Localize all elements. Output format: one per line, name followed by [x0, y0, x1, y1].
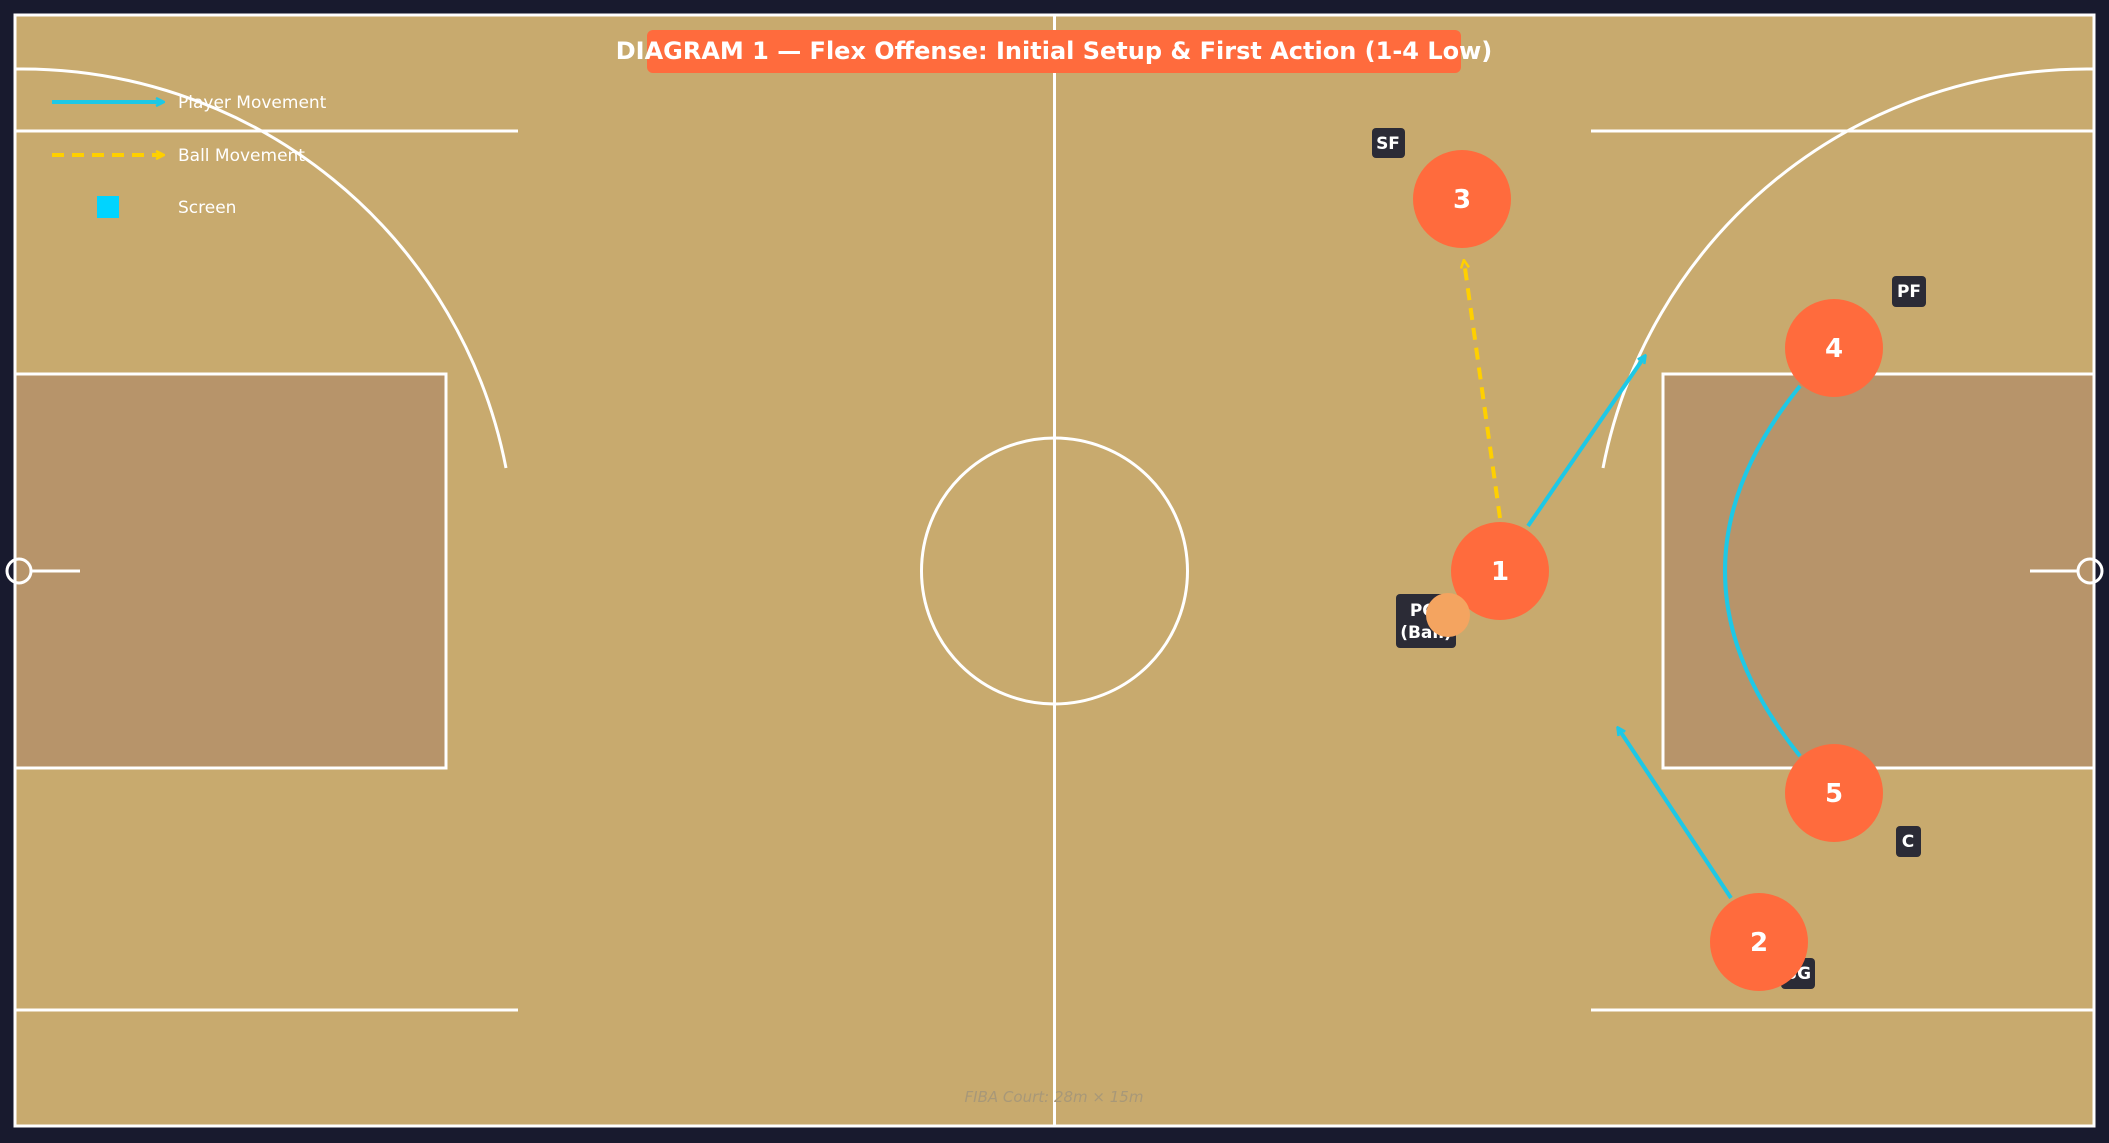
pass-arrow [1464, 261, 1502, 519]
right-paint [1661, 372, 2096, 770]
flex-cut-curve [1723, 384, 1802, 758]
svg-text:3: 3 [1453, 185, 1471, 215]
center-circle [920, 436, 1189, 706]
legend-screen-icon [97, 196, 119, 218]
player-1[interactable]: 1 [1451, 522, 1549, 620]
left-basket [5, 557, 80, 585]
role-tag-sf: SF [1372, 128, 1405, 158]
title-banner: DIAGRAM 1 — Flex Offense: Initial Setup … [616, 30, 1493, 73]
legend-screen-label: Screen [178, 198, 236, 218]
player-3[interactable]: 3 [1413, 150, 1511, 248]
svg-text:C: C [1902, 832, 1914, 852]
diagram-title: DIAGRAM 1 — Flex Offense: Initial Setup … [616, 37, 1493, 65]
player-2[interactable]: 2 [1710, 893, 1808, 991]
right-basket [2030, 557, 2104, 585]
svg-text:5: 5 [1825, 779, 1843, 809]
left-three-point-line [14, 67, 518, 1012]
player-1-cut-arrow [1526, 356, 1645, 528]
basketball [1426, 593, 1470, 637]
player-5[interactable]: 5 [1785, 744, 1883, 842]
court-footer: FIBA Court: 28m × 15m [965, 1088, 1144, 1106]
role-tag-c: C [1896, 826, 1921, 857]
legend-ball-movement-label: Ball Movement [178, 146, 305, 166]
legend-player-movement-label: Player Movement [178, 93, 327, 113]
svg-text:SF: SF [1376, 134, 1400, 154]
left-paint [13, 372, 448, 770]
svg-text:4: 4 [1825, 334, 1843, 364]
svg-text:1: 1 [1491, 557, 1509, 587]
player-2-cut-arrow [1618, 728, 1733, 900]
svg-text:2: 2 [1750, 928, 1768, 958]
svg-text:PF: PF [1897, 282, 1921, 302]
legend: Player Movement Ball Movement Screen [52, 93, 327, 218]
player-4[interactable]: 4 [1785, 299, 1883, 397]
role-tag-pf: PF [1892, 276, 1926, 307]
